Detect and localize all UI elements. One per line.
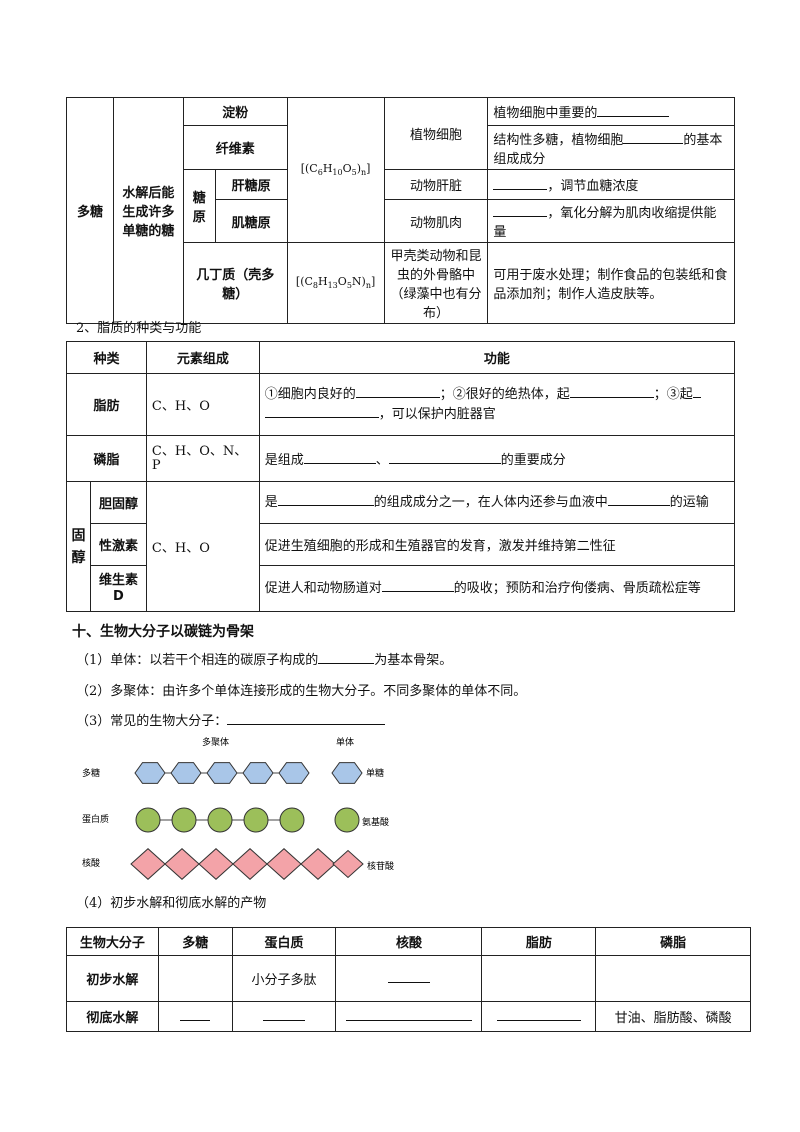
- nucleotide-unit: [198, 848, 234, 880]
- monosaccharide-label: 单糖: [366, 767, 384, 779]
- partial-phospholipid-cell: [595, 955, 751, 1002]
- muscle-glycogen-function: ，氧化分解为肌肉收缩提供能量: [487, 199, 735, 243]
- section-heading: 十、生物大分子以碳链为骨架: [72, 624, 254, 640]
- partial-polysaccharide-cell: [157, 955, 233, 1002]
- partial-fat-cell: [481, 955, 597, 1002]
- vitamin-d-function: 促进人和动物肠道对的吸收；预防和治疗佝偻病、骨质疏松症等: [258, 565, 736, 612]
- complete-fat-cell: [481, 1001, 597, 1032]
- location-muscle: 动物肌肉: [383, 199, 489, 243]
- partial-protein-cell: 小分子多肽: [231, 955, 337, 1002]
- amino-acid-monomer: [334, 807, 360, 833]
- location-liver: 动物肝脏: [383, 169, 489, 200]
- muscle-glycogen-label: 肌糖原: [214, 199, 288, 243]
- header-fat: 脂肪: [481, 927, 597, 956]
- amino-acid-unit: [243, 807, 269, 833]
- nucleotide-unit: [266, 848, 302, 880]
- fat-function: ①细胞内良好的；②很好的绝热体，起；③起 ，可以保护内脏器官: [258, 373, 736, 436]
- cholesterol-function: 是的组成成分之一，在人体内还参与血液中的运输: [258, 481, 736, 524]
- phospholipid-label: 磷脂: [66, 435, 147, 482]
- complete-protein-cell: [231, 1001, 337, 1032]
- polysaccharide-desc: 水解后能生成许多单糖的糖: [112, 97, 184, 324]
- nucleotide-unit: [300, 848, 336, 880]
- header-type: 种类: [66, 341, 147, 374]
- monosaccharide-monomer: [331, 762, 363, 784]
- formula-glucan: [(C6H10O5)n]: [286, 97, 385, 243]
- complete-polysaccharide-cell: [157, 1001, 233, 1032]
- cellulose-function: 结构性多糖，植物细胞的基本组成成分: [487, 125, 735, 170]
- liver-glycogen-function: ，调节血糖浓度: [487, 169, 735, 200]
- amino-acid-unit: [171, 807, 197, 833]
- paragraph-hydrolysis: （4）初步水解和彻底水解的产物: [76, 896, 267, 911]
- nucleotide-unit: [164, 848, 200, 880]
- nucleic-acid-row-label: 核酸: [82, 857, 100, 869]
- complete-phospholipid-cell: 甘油、脂肪酸、磷酸: [595, 1001, 751, 1032]
- polymer-monomer-diagram: 多聚体 单体 多糖 单糖 蛋白质 氨基酸 核酸 核苷酸: [78, 733, 423, 883]
- sterol-elements: C、H、O: [145, 481, 260, 612]
- monosaccharide-unit: [134, 762, 166, 784]
- vitamin-d-label: 维生素D: [89, 565, 147, 612]
- header-nucleic-acid: 核酸: [335, 927, 483, 956]
- cholesterol-label: 胆固醇: [89, 481, 147, 524]
- chitin-label: 几丁质（壳多糖）: [182, 242, 288, 324]
- sex-hormone-label: 性激素: [89, 523, 147, 566]
- monomer-column-label: 单体: [336, 736, 354, 748]
- chitin-function: 可用于废水处理；制作食品的包装纸和食品添加剂；制作人造皮肤等。: [487, 242, 735, 324]
- fat-label: 脂肪: [66, 373, 147, 436]
- polysaccharide-row-label: 多糖: [82, 767, 100, 779]
- liver-glycogen-label: 肝糖原: [214, 169, 288, 200]
- sterol-label: 固醇: [66, 481, 91, 612]
- amino-acid-unit: [279, 807, 305, 833]
- glycogen-group: 糖原: [182, 169, 216, 243]
- location-chitin: 甲壳类动物和昆虫的外骨骼中（绿藻中也有分布）: [383, 242, 489, 324]
- monosaccharide-unit: [206, 762, 238, 784]
- formula-chitin: [(C8H13O5N)n]: [286, 242, 385, 324]
- location-plant: 植物细胞: [383, 97, 489, 170]
- paragraph-monomer: （1）单体：以若干个相连的碳原子构成的为基本骨架。: [76, 653, 453, 668]
- header-phospholipid: 磷脂: [595, 927, 751, 956]
- complete-nucleic-acid-cell: [335, 1001, 483, 1032]
- partial-nucleic-acid-cell: [335, 955, 483, 1002]
- phospholipid-function: 是组成、的重要成分: [258, 435, 736, 482]
- nucleotide-unit: [232, 848, 268, 880]
- starch-function: 植物细胞中重要的: [487, 97, 735, 126]
- complete-hydrolysis-label: 彻底水解: [66, 1001, 159, 1032]
- polymer-column-label: 多聚体: [202, 736, 229, 748]
- amino-acid-unit: [207, 807, 233, 833]
- cellulose-label: 纤维素: [182, 125, 288, 170]
- monosaccharide-unit: [278, 762, 310, 784]
- monosaccharide-unit: [242, 762, 274, 784]
- sex-hormone-function: 促进生殖细胞的形成和生殖器官的发育，激发并维持第二性征: [258, 523, 736, 566]
- partial-hydrolysis-label: 初步水解: [66, 955, 159, 1002]
- polysaccharide-table: 多糖 水解后能生成许多单糖的糖 淀粉 [(C6H10O5)n] 植物细胞 植物细…: [66, 97, 735, 324]
- header-polysaccharide: 多糖: [157, 927, 233, 956]
- lipid-table: 种类 元素组成 功能 脂肪 C、H、O ①细胞内良好的；②很好的绝热体，起；③起…: [66, 341, 736, 612]
- diagram-svg: 多聚体 单体 多糖 单糖 蛋白质 氨基酸 核酸 核苷酸: [82, 736, 394, 880]
- nucleotide-unit: [130, 848, 166, 880]
- header-macromolecule: 生物大分子: [66, 927, 159, 956]
- amino-acid-label: 氨基酸: [362, 816, 389, 828]
- nucleotide-label: 核苷酸: [367, 860, 394, 872]
- paragraph-macromolecules: （3）常见的生物大分子：: [76, 710, 386, 729]
- partial-hydrolysis-row: 初步水解 小分子多肽: [66, 955, 751, 1002]
- header-elements: 元素组成: [145, 341, 260, 374]
- nucleic-acid-chain: [130, 848, 364, 880]
- polysaccharide-category: 多糖: [66, 97, 114, 324]
- hydrolysis-table: 生物大分子 多糖 蛋白质 核酸 脂肪 磷脂 初步水解 小分子多肽 彻底水解 甘油…: [66, 927, 751, 1032]
- phospholipid-elements: C、H、O、N、P: [145, 435, 260, 482]
- amino-acid-unit: [135, 807, 161, 833]
- complete-hydrolysis-row: 彻底水解 甘油、脂肪酸、磷酸: [66, 1001, 751, 1032]
- header-protein: 蛋白质: [231, 927, 337, 956]
- protein-row-label: 蛋白质: [82, 813, 109, 825]
- paragraph-polymer: （2）多聚体：由许多个单体连接形成的生物大分子。不同多聚体的单体不同。: [76, 684, 527, 699]
- starch-label: 淀粉: [182, 97, 288, 126]
- hydrolysis-header-row: 生物大分子 多糖 蛋白质 核酸 脂肪 磷脂: [66, 927, 751, 956]
- polysaccharide-chain: [134, 762, 363, 784]
- monosaccharide-unit: [170, 762, 202, 784]
- fat-elements: C、H、O: [145, 373, 260, 436]
- protein-chain: [135, 807, 360, 833]
- header-function: 功能: [258, 341, 736, 374]
- nucleotide-monomer: [332, 849, 364, 879]
- lipid-title: 2、脂质的种类与功能: [76, 321, 202, 336]
